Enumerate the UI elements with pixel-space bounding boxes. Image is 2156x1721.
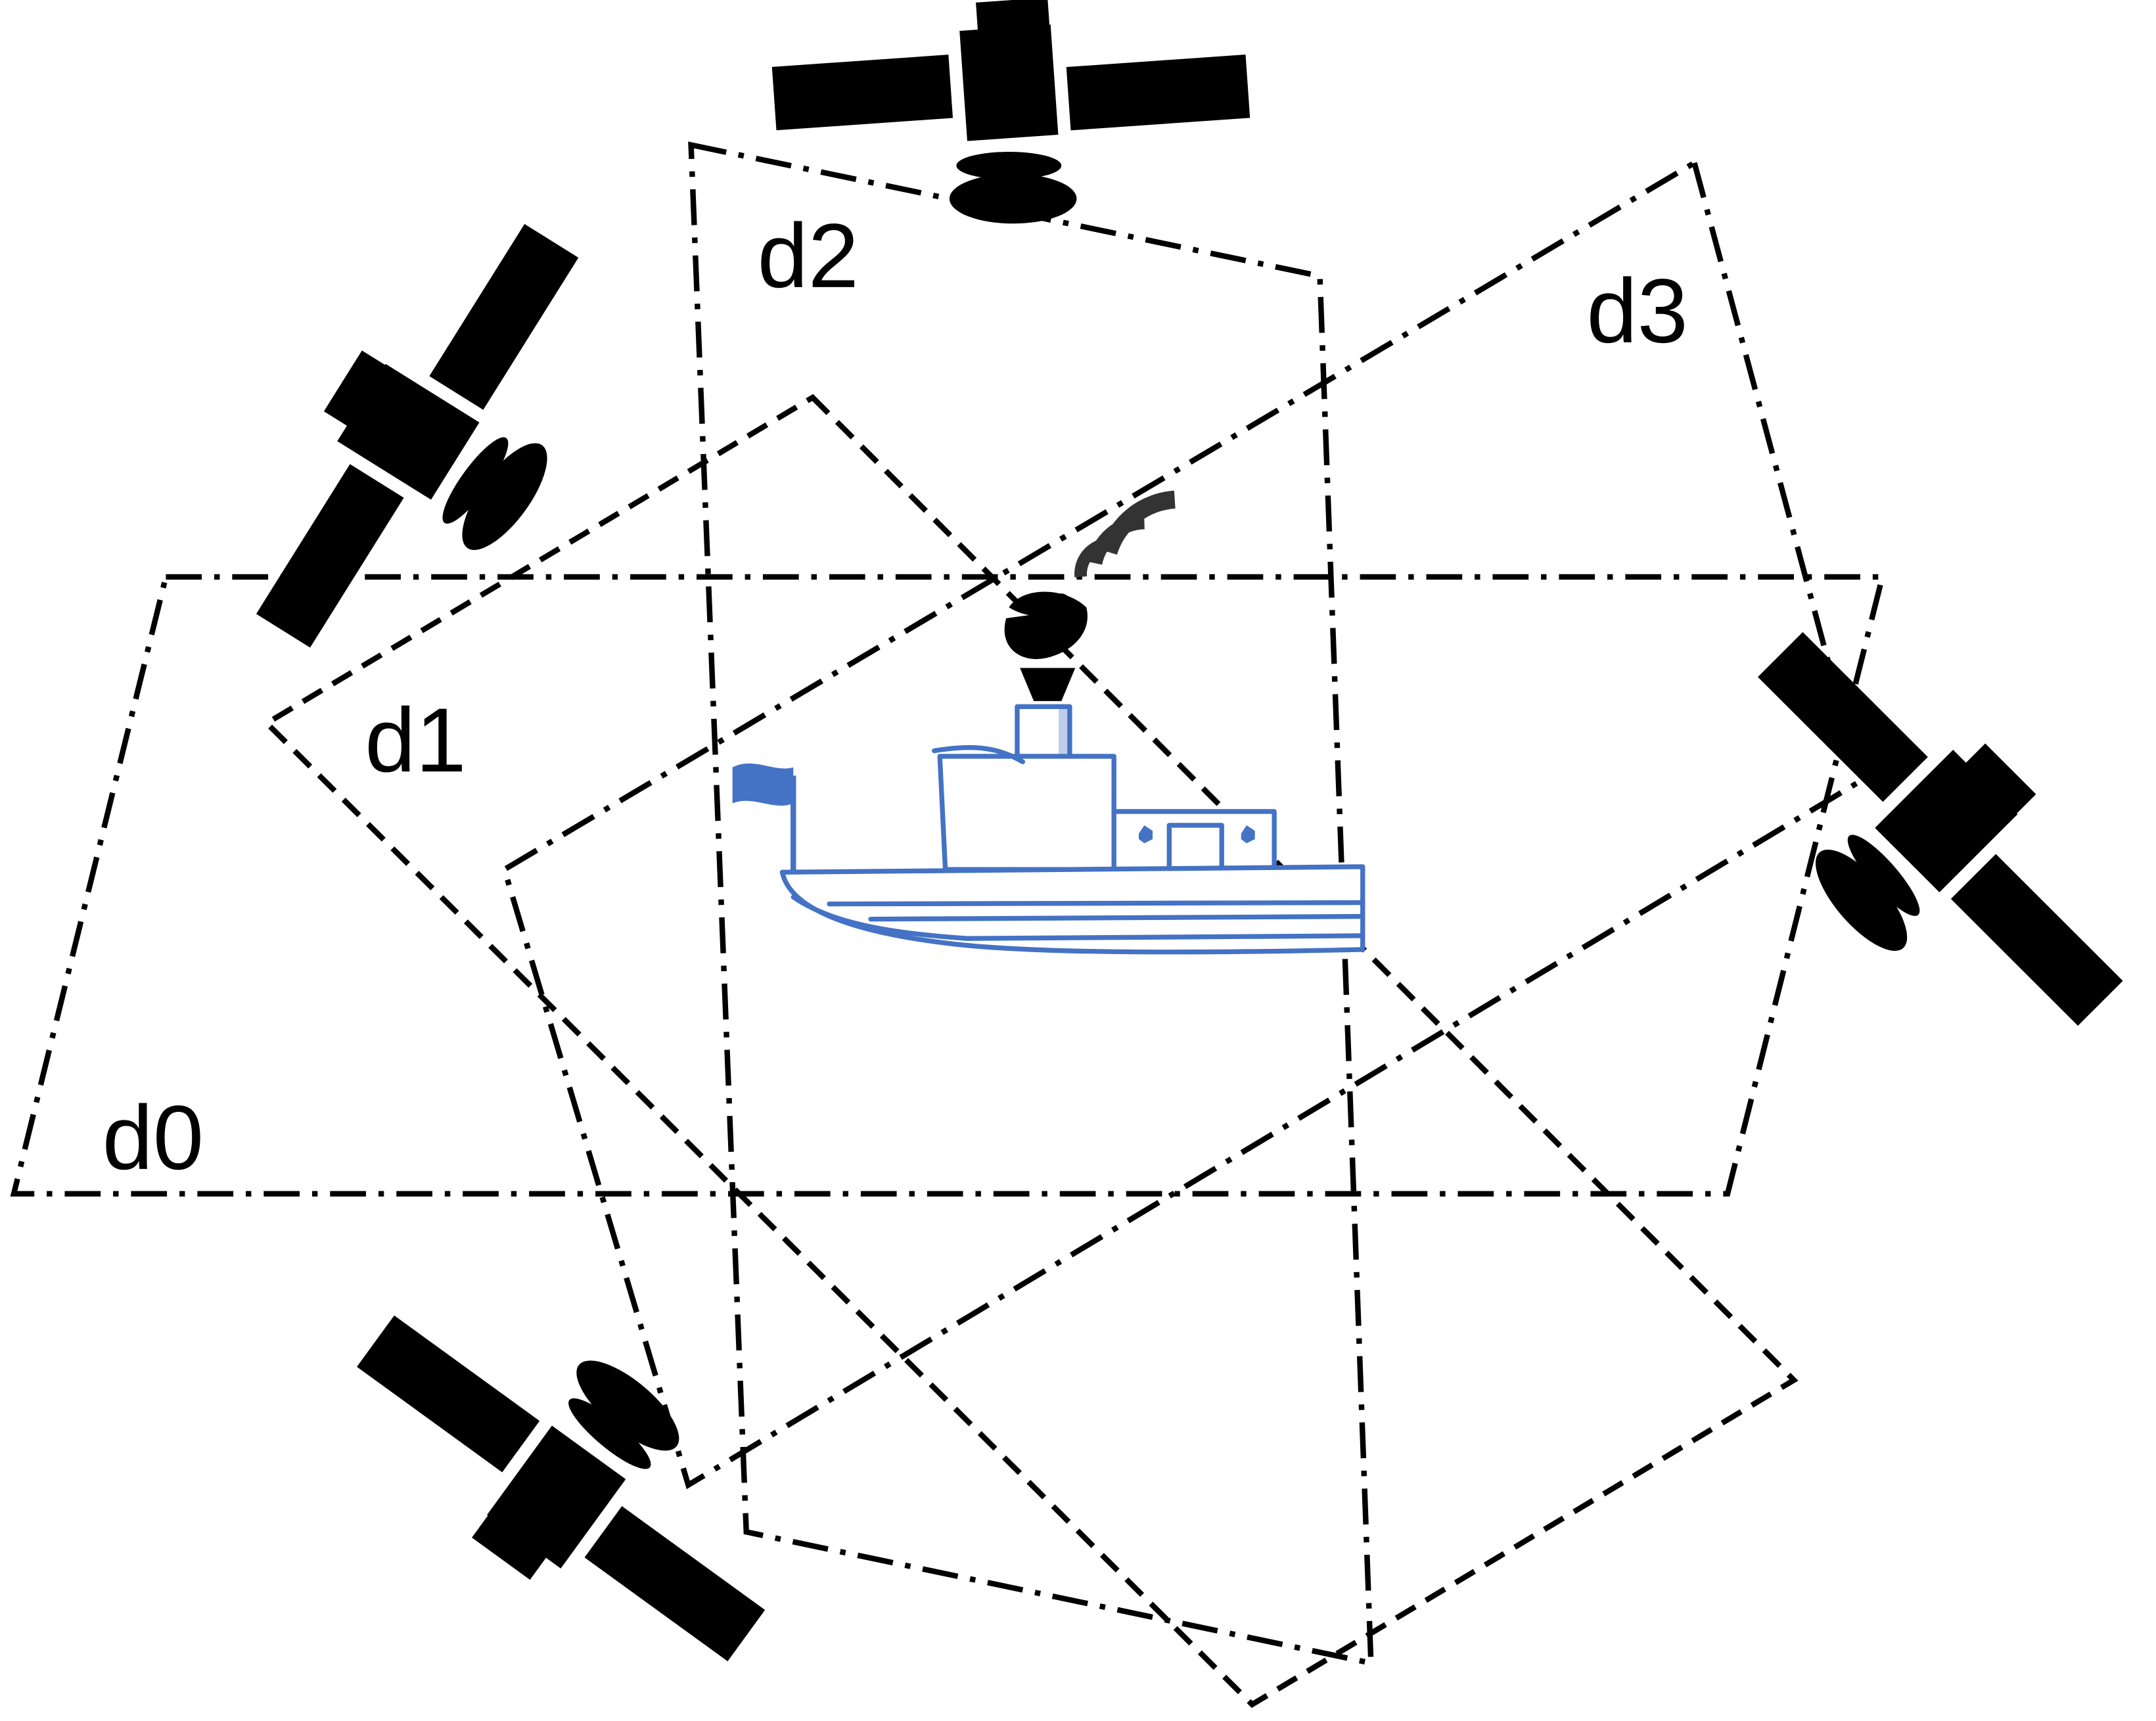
flag-icon (732, 763, 794, 806)
coverage-area-d2 (688, 141, 1374, 1667)
label-d3: d3 (1586, 260, 1687, 362)
label-d0: d0 (103, 1087, 204, 1189)
signal-waves-icon (1074, 490, 1176, 578)
coverage-area-d1 (262, 394, 1799, 1709)
ship-icon (732, 704, 1365, 955)
satellite-icon-right (1684, 586, 2156, 1095)
satellite-icon-top (771, 0, 1250, 224)
satellite-icon-upper-left (200, 187, 664, 706)
coverage-area-d3 (501, 158, 1864, 1490)
ship-cabin (937, 754, 1116, 872)
label-d2: d2 (758, 205, 859, 307)
coverage-area-d0 (10, 574, 1886, 1197)
satellite-icon-lower-left (317, 1234, 829, 1715)
label-d1: d1 (365, 689, 466, 791)
satellite-dish-icon (1004, 591, 1088, 701)
